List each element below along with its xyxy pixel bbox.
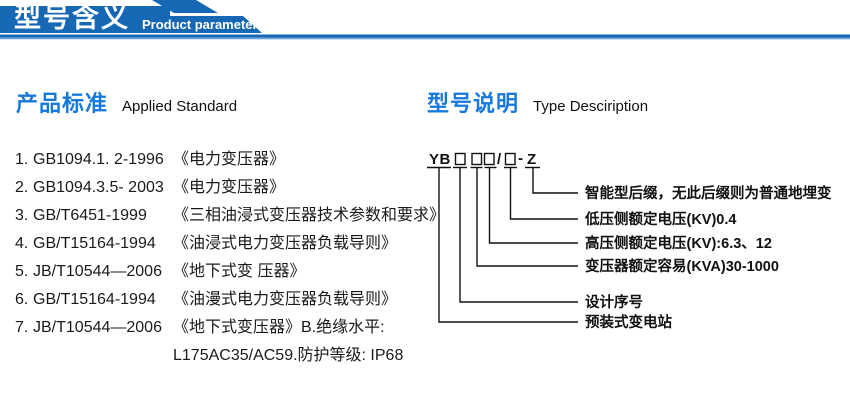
model-box-icon (504, 152, 516, 166)
standards-list: 1. GB1094.1. 2-1996 《电力变压器》 2. GB1094.3.… (15, 146, 445, 370)
standard-item: 7. JB/T10544—2006 《地下式变压器》B.绝缘水平: (15, 314, 435, 342)
model-code-diagram: YB / - Z 智能型后缀，无此后缀则为普通地埋变 低压侧额定电压(KV)0.… (427, 150, 832, 331)
leader-line-suffix (532, 168, 578, 194)
item-code: GB1094.1. 2-1996 (33, 151, 164, 168)
item-code: JB/T10544—2006 (33, 263, 162, 280)
banner-ribbon-shape (0, 0, 850, 40)
item-code: JB/T10544—2006 (33, 319, 162, 336)
diagram-label-design-serial: 设计序号 (585, 293, 643, 311)
model-dash: - (518, 150, 524, 167)
leader-line-prefix (438, 168, 578, 323)
leader-line-box-3 (488, 168, 578, 244)
item-description: 《地下式变 压器》 (173, 263, 306, 280)
item-number: 2. (15, 179, 29, 196)
page-subtitle: Product parameters (142, 17, 265, 32)
diagram-label-prefab-substation: 预装式变电站 (585, 313, 672, 331)
item-description: 《三相油浸式变压器技术参数和要求》 (173, 207, 446, 224)
leader-line-box-2 (476, 168, 578, 267)
item-number: 4. (15, 235, 29, 252)
item-number: 3. (15, 207, 29, 224)
item-code: GB/T15164-1994 (33, 291, 156, 308)
leader-line-box-1 (459, 168, 578, 303)
item-description: 《油浸式电力变压器负载导则》 (173, 235, 398, 252)
model-slash: / (497, 151, 502, 168)
item-description: 《电力变压器》 (173, 151, 286, 168)
model-box-icon (471, 152, 483, 166)
applied-standard-title-en: Applied Standard (122, 98, 238, 115)
item-number: 6. (15, 291, 29, 308)
applied-standard-title: 产品标准 Applied Standard (16, 86, 237, 118)
diagram-label-lv-voltage: 低压侧额定电压(KV)0.4 (584, 210, 736, 228)
page-title: 型号含义 (14, 3, 130, 33)
item-number: 7. (15, 319, 29, 336)
standard-item: 3. GB/T6451-1999 《三相油浸式变压器技术参数和要求》 (15, 202, 445, 230)
standard-item: 2. GB1094.3.5- 2003 《电力变压器》 (15, 174, 435, 202)
diagram-label-smart-suffix: 智能型后缀，无此后缀则为普通地埋变 (585, 184, 832, 202)
item-description: 《地下式变压器》B.绝缘水平: (173, 319, 385, 336)
type-description-title-en: Type Desciription (533, 98, 649, 115)
standard-item-continuation: L175AC35/AC59.防护等级: IP68 (173, 347, 404, 364)
standard-item: 6. GB/T15164-1994 《油漫式电力变压器负载导则》 (15, 286, 435, 314)
type-description-title: 型号说明 Type Desciription (427, 86, 648, 118)
item-number: 1. (15, 151, 29, 168)
item-description: 《电力变压器》 (173, 179, 286, 196)
standard-item: 1. GB1094.1. 2-1996 《电力变压器》 (15, 146, 435, 174)
standard-item: 4. GB/T15164-1994 《油浸式电力变压器负载导则》 (15, 230, 435, 258)
model-suffix: Z (527, 151, 537, 168)
item-code: GB/T15164-1994 (33, 235, 156, 252)
diagram-label-hv-voltage: 高压侧额定电压(KV):6.3、12 (585, 234, 772, 252)
item-code: GB/T6451-1999 (33, 207, 147, 224)
item-code: GB1094.3.5- 2003 (33, 179, 164, 196)
model-box-icon (454, 152, 466, 166)
item-number: 5. (15, 263, 29, 280)
item-description: 《油漫式电力变压器负载导则》 (173, 291, 398, 308)
applied-standard-title-cn: 产品标准 (16, 91, 109, 116)
model-box-icon (483, 152, 495, 166)
type-description-title-cn: 型号说明 (427, 91, 520, 116)
standard-item: 5. JB/T10544—2006 《地下式变 压器》 (15, 258, 435, 286)
leader-line-box-4 (509, 168, 578, 220)
model-prefix: YB (429, 151, 451, 168)
diagram-label-rated-capacity: 变压器额定容易(KVA)30-1000 (585, 257, 779, 275)
